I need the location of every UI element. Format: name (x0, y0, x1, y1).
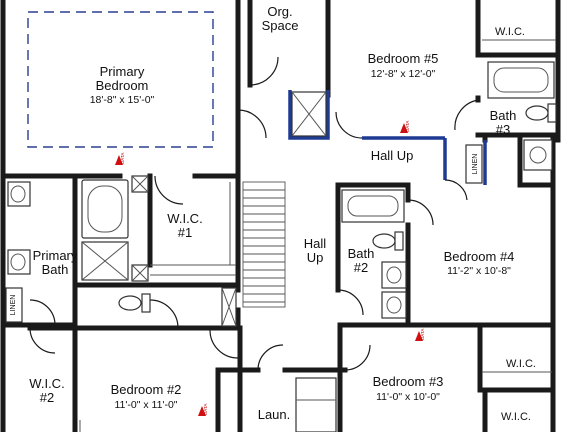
data-marker (115, 155, 123, 165)
walls (0, 0, 561, 432)
linen-left-label: LINEN (10, 295, 17, 316)
bath3-name-line2: #3 (496, 122, 510, 137)
data-markers: DATA DATA DATA DATA (115, 121, 425, 416)
railing-walls (288, 90, 487, 185)
org-space-name-line1: Org. (267, 4, 292, 19)
bedroom4-dims: 11'-2" x 10'-8" (447, 265, 511, 277)
room-labels: Primary Bedroom 18'-8" x 15'-0" Org. Spa… (10, 4, 536, 423)
wic2-name-line1: W.I.C. (29, 376, 64, 391)
laundry-name: Laun. (258, 407, 291, 422)
data-marker-label: DATA (120, 153, 125, 164)
bedroom3-name: Bedroom #3 (373, 374, 444, 389)
hall-up-mid-name-line2: Up (307, 250, 324, 265)
data-marker (415, 331, 423, 341)
bedroom2-dims: 11'-0" x 11'-0" (114, 399, 177, 411)
org-space-name-line2: Space (262, 18, 299, 33)
bath2-name-line1: Bath (348, 246, 375, 261)
wic-bottom-right-2-name: W.I.C. (501, 411, 531, 423)
wic-top-right-name: W.I.C. (495, 26, 525, 38)
primary-bedroom-name-line2: Bedroom (96, 78, 149, 93)
bath3-name-line1: Bath (490, 108, 517, 123)
hall-up-top-name: Hall Up (371, 148, 414, 163)
closet-shelving (79, 39, 556, 432)
primary-bath-name-line2: Bath (42, 262, 69, 277)
wic-bottom-right-1-name: W.I.C. (506, 358, 536, 370)
primary-bedroom-dims: 18'-8" x 15'-0" (90, 94, 155, 106)
primary-bath-name-line1: Primary (33, 248, 78, 263)
data-marker (400, 123, 408, 133)
data-marker-label: DATA (203, 404, 208, 415)
bath2-name-line2: #2 (354, 260, 368, 275)
door-swings (29, 56, 479, 371)
data-marker-label: DATA (420, 329, 425, 340)
hall-up-mid-name-line1: Hall (304, 236, 327, 251)
wic2-name-line2: #2 (40, 390, 54, 405)
data-marker (198, 406, 206, 416)
wic1-name-line1: W.I.C. (167, 211, 202, 226)
bedroom5-dims: 12'-8" x 12'-0" (371, 68, 436, 80)
bedroom3-dims: 11'-0" x 10'-0" (376, 391, 440, 403)
linen-right-label: LINEN (472, 154, 479, 175)
staircase (242, 181, 286, 308)
primary-bedroom-name-line1: Primary (100, 64, 145, 79)
bedroom4-name: Bedroom #4 (444, 249, 515, 264)
bath-fixtures (5, 61, 557, 432)
bedroom2-name: Bedroom #2 (111, 382, 182, 397)
data-marker-label: DATA (405, 121, 410, 132)
bedroom5-name: Bedroom #5 (368, 51, 439, 66)
wic1-name-line2: #1 (178, 225, 192, 240)
